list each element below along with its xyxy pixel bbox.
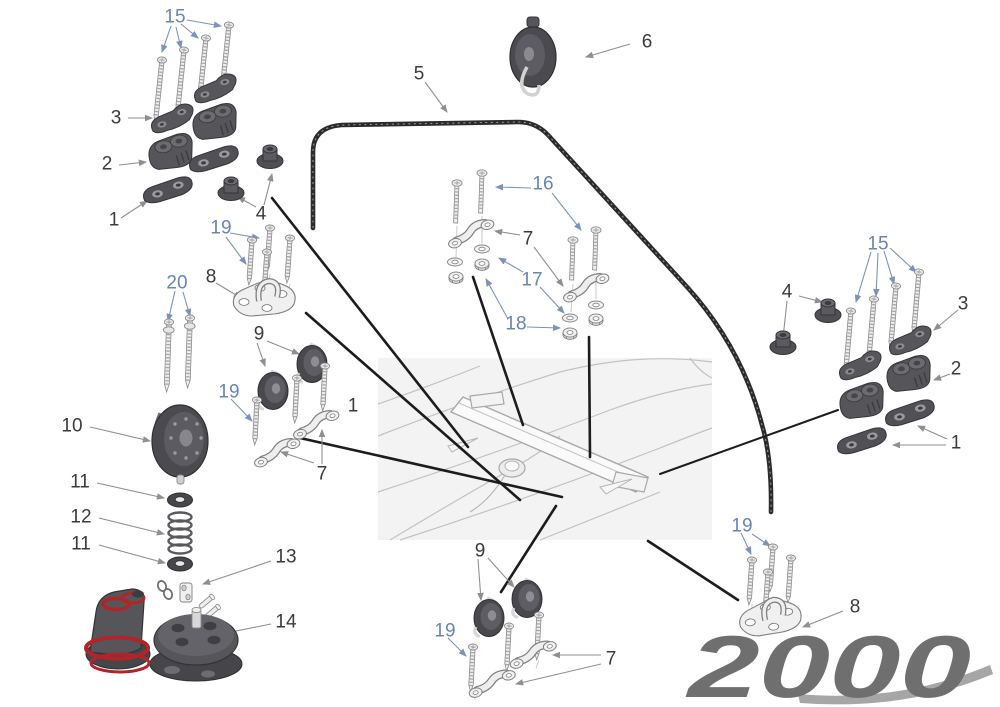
leader-line [587, 335, 592, 459]
callout-18-nuts: 18 [505, 313, 527, 335]
callout-12-spring: 12 [70, 506, 92, 528]
boat-logo-2000: 2000 [684, 617, 993, 707]
part-7-saddle [251, 438, 303, 468]
part-2-camcleat [884, 353, 934, 393]
group-bottom-blocks [466, 577, 559, 698]
logo-text: 2000 [684, 617, 972, 707]
leader-lines [270, 196, 839, 602]
callout-3-topleft: 3 [110, 107, 122, 129]
callout-13-clevis: 13 [275, 546, 297, 568]
callout-1-topleft: 1 [108, 209, 120, 231]
part-7-saddle [445, 219, 497, 249]
callout-15-right: 15 [867, 233, 889, 255]
callout-11-washer-a: 11 [70, 471, 90, 493]
callout-20-screws: 20 [166, 272, 188, 294]
part-4-grommet [256, 144, 284, 169]
callout-5-rope: 5 [413, 63, 425, 85]
callout-10-ratchet: 10 [61, 415, 83, 437]
leader-line [499, 504, 558, 594]
callout-11-washer-b: 11 [71, 533, 91, 555]
callout-19-botright: 19 [731, 515, 753, 537]
group-ratchet-stack [84, 403, 243, 682]
part-13-pin [197, 593, 216, 610]
part-10-ratchet-block [150, 403, 210, 486]
part-13-clevis [179, 582, 193, 603]
part-12-spring [167, 511, 193, 555]
part-1-baseplate [140, 174, 195, 205]
callout-19-eyeplate: 19 [210, 217, 232, 239]
blue-arrows [161, 19, 917, 657]
leader-line [471, 275, 525, 427]
part-13-ring [155, 578, 169, 594]
callout-1-mid: 1 [347, 395, 359, 417]
callout-2-right: 2 [950, 358, 962, 380]
callout-15-topleft: 15 [164, 6, 186, 28]
part-1-baseplate [882, 397, 937, 428]
callout-3-right: 3 [957, 293, 969, 315]
callout-19-bottom: 19 [434, 620, 456, 642]
group-screws-20 [159, 313, 198, 394]
group-left-eyeplate [233, 222, 295, 316]
part-11-washer [167, 492, 193, 508]
callout-1-right: 1 [950, 432, 962, 454]
callout-19-midleft: 19 [218, 381, 240, 403]
leader-line [298, 436, 564, 499]
callout-9-bottom: 9 [474, 540, 486, 562]
callout-8-botright: 8 [849, 596, 861, 618]
callout-16-bolts: 16 [532, 173, 554, 195]
leader-line [646, 539, 740, 602]
part-7-saddle [507, 640, 559, 669]
callout-7-mid: 7 [522, 228, 534, 250]
leader-line [659, 409, 839, 475]
group-right-camcleat [769, 266, 937, 456]
part-2-camcleat [146, 131, 196, 171]
part-9-block [256, 369, 290, 412]
leader-line [304, 311, 522, 502]
leader-line [270, 196, 470, 449]
callout-7-midleft: 7 [316, 463, 328, 485]
callout-4-right: 4 [781, 281, 793, 303]
deck-inset-illustration [377, 357, 713, 541]
part-14-swivel-base [84, 588, 243, 682]
rope-5 [310, 119, 774, 515]
callout-17-washers: 17 [521, 269, 543, 291]
callout-7-bottom: 7 [605, 648, 617, 670]
callout-8-eyeplate: 8 [205, 266, 217, 288]
callout-14-swivel: 14 [275, 611, 297, 633]
group-mid-fasteners [445, 168, 612, 340]
part-6-block [508, 15, 558, 97]
logo-swoosh [798, 665, 993, 705]
callout-9-midleft: 9 [253, 323, 265, 345]
callout-2-topleft: 2 [101, 153, 113, 175]
callout-6-block: 6 [641, 31, 653, 53]
part-9-block [472, 596, 506, 639]
part-4-grommet [814, 298, 842, 323]
part-8-eyeplate [233, 281, 295, 316]
part-11-washer [167, 556, 193, 572]
callout-4-left: 4 [255, 203, 267, 225]
